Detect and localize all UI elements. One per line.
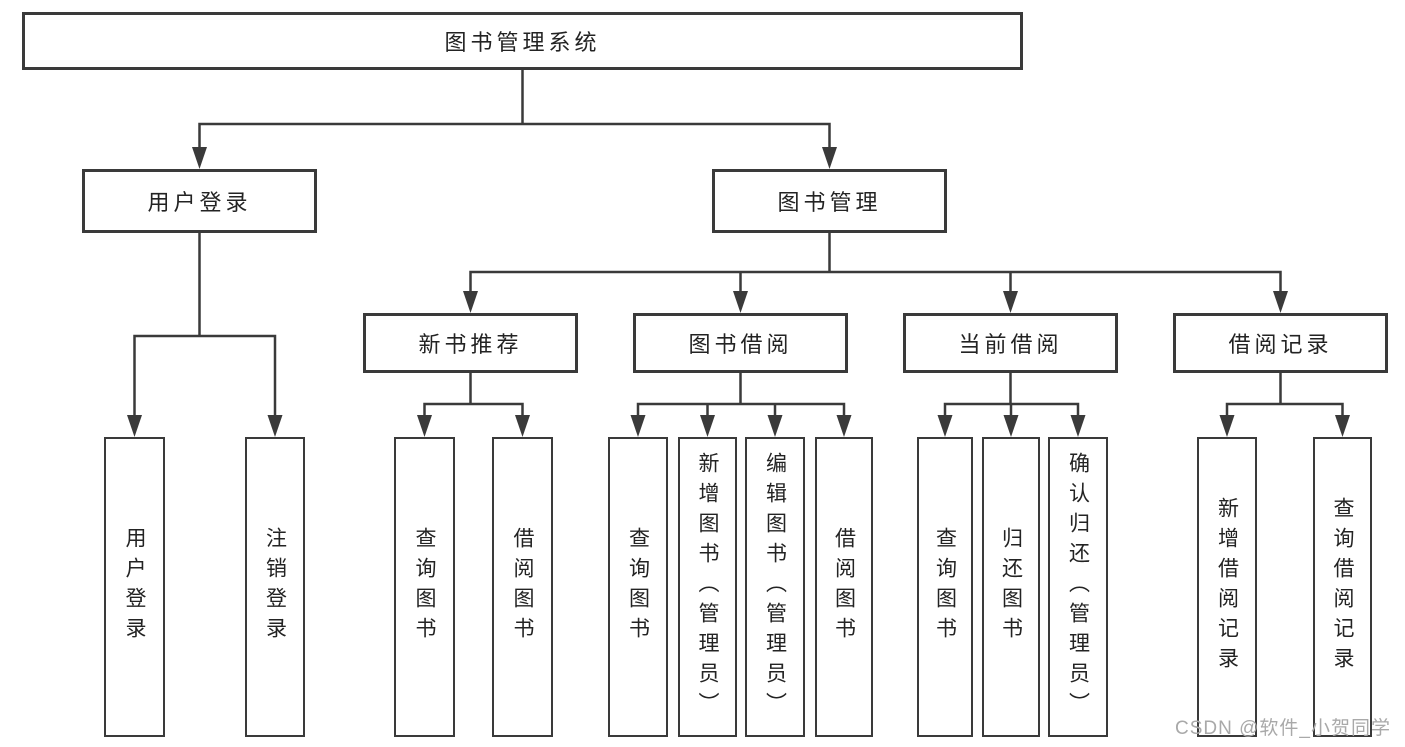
node-library-system: 图书管理系统 — [22, 12, 1023, 70]
leaf-query-borrow-record: 查询借阅记录 — [1313, 437, 1372, 737]
node-new-book-recommend: 新书推荐 — [363, 313, 578, 373]
csdn-watermark: CSDN @软件_小贺同学 — [1175, 718, 1391, 739]
leaf-borrow-books-recommend: 借阅图书 — [492, 437, 553, 737]
node-new-book-recommend-label: 新书推荐 — [418, 332, 523, 357]
leaf-query-books-current: 查询图书 — [917, 437, 973, 737]
tree-edges — [133, 70, 1344, 417]
leaf-query-books-recommend-label: 查询图书 — [413, 527, 436, 647]
leaf-logout-label: 注销登录 — [263, 527, 287, 647]
leaf-edit-books-admin: 编辑图书（管理员） — [745, 437, 805, 737]
leaf-add-books-admin-label: 新增图书（管理员） — [696, 452, 719, 722]
node-book-borrowing-label: 图书借阅 — [688, 332, 793, 357]
leaf-borrow-books-recommend-label: 借阅图书 — [511, 527, 534, 647]
leaf-confirm-return-admin: 确认归还（管理员） — [1048, 437, 1108, 737]
leaf-query-books-borrowing-label: 查询图书 — [626, 527, 650, 647]
node-book-borrowing: 图书借阅 — [633, 313, 848, 373]
node-current-borrowing: 当前借阅 — [903, 313, 1118, 373]
node-book-management: 图书管理 — [712, 169, 947, 233]
arrowheads — [127, 147, 1350, 437]
node-user-login-label: 用户登录 — [147, 190, 252, 215]
leaf-confirm-return-admin-label: 确认归还（管理员） — [1066, 452, 1090, 722]
leaf-borrow-books: 借阅图书 — [815, 437, 873, 737]
leaf-add-borrow-record-label: 新增借阅记录 — [1215, 497, 1239, 677]
node-borrow-records: 借阅记录 — [1173, 313, 1388, 373]
leaf-return-books-label: 归还图书 — [999, 527, 1023, 647]
leaf-query-books-borrowing: 查询图书 — [608, 437, 668, 737]
node-user-login: 用户登录 — [82, 169, 317, 233]
node-library-system-label: 图书管理系统 — [444, 30, 601, 55]
leaf-add-books-admin: 新增图书（管理员） — [678, 437, 737, 737]
leaf-logout: 注销登录 — [245, 437, 305, 737]
leaf-query-books-current-label: 查询图书 — [933, 527, 957, 647]
leaf-user-login: 用户登录 — [104, 437, 165, 737]
leaf-edit-books-admin-label: 编辑图书（管理员） — [763, 452, 787, 722]
leaf-add-borrow-record: 新增借阅记录 — [1197, 437, 1257, 737]
node-borrow-records-label: 借阅记录 — [1228, 332, 1333, 357]
leaf-query-borrow-record-label: 查询借阅记录 — [1331, 497, 1354, 677]
leaf-user-login-label: 用户登录 — [123, 527, 146, 647]
leaf-return-books: 归还图书 — [982, 437, 1040, 737]
leaf-borrow-books-label: 借阅图书 — [832, 527, 856, 647]
leaf-query-books-recommend: 查询图书 — [394, 437, 455, 737]
node-book-management-label: 图书管理 — [777, 190, 882, 215]
node-current-borrowing-label: 当前借阅 — [958, 332, 1063, 357]
